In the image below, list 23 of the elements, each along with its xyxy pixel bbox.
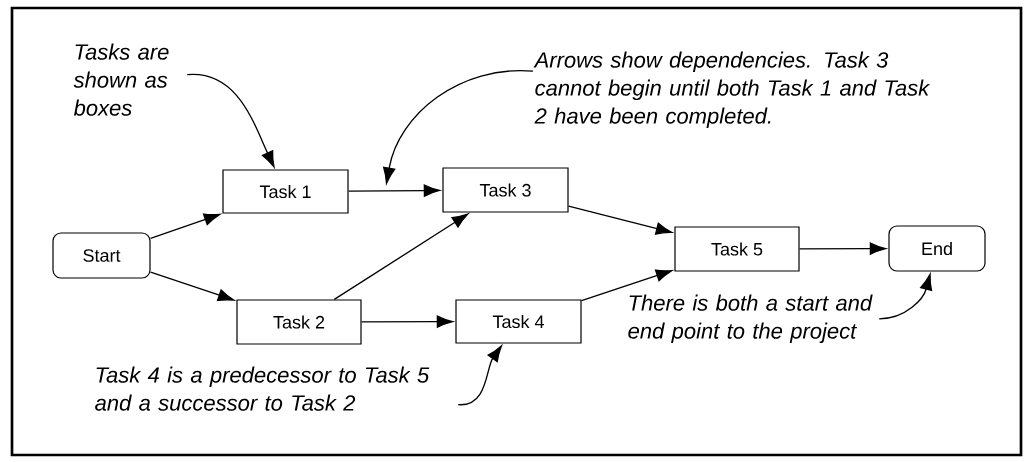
callout-text: There is both a start and end point to the project: [628, 294, 873, 344]
arrow: [360, 315, 454, 328]
task-box: Task 4: [455, 299, 582, 344]
callout-text: Task 4 is a predecessor to Task 5 and a successor to Task 2: [95, 366, 430, 411]
arrow: [149, 213, 221, 240]
leader-arrow: [186, 74, 275, 168]
terminal-box: End: [888, 225, 986, 272]
arrow: [798, 242, 887, 255]
leader-arrow: [383, 70, 534, 184]
callout-text: Arrows show dependencies. Task 3 cannot begin until both Task 1 and Task 2 have been completed.: [533, 51, 931, 129]
leader-arrow: [878, 273, 933, 320]
arrow: [149, 271, 235, 302]
arrow: [333, 213, 469, 301]
terminal-box: Start: [52, 232, 151, 279]
task-box: Task 1: [222, 169, 349, 214]
arrow: [580, 269, 673, 302]
callout-text: Tasks are shown as boxes: [73, 43, 169, 116]
task-box: Task 3: [442, 167, 569, 213]
task-box: Task 2: [236, 299, 362, 345]
task-box: Task 5: [674, 226, 800, 272]
arrow: [347, 184, 441, 197]
leader-arrow: [457, 345, 503, 406]
arrow: [567, 205, 673, 235]
